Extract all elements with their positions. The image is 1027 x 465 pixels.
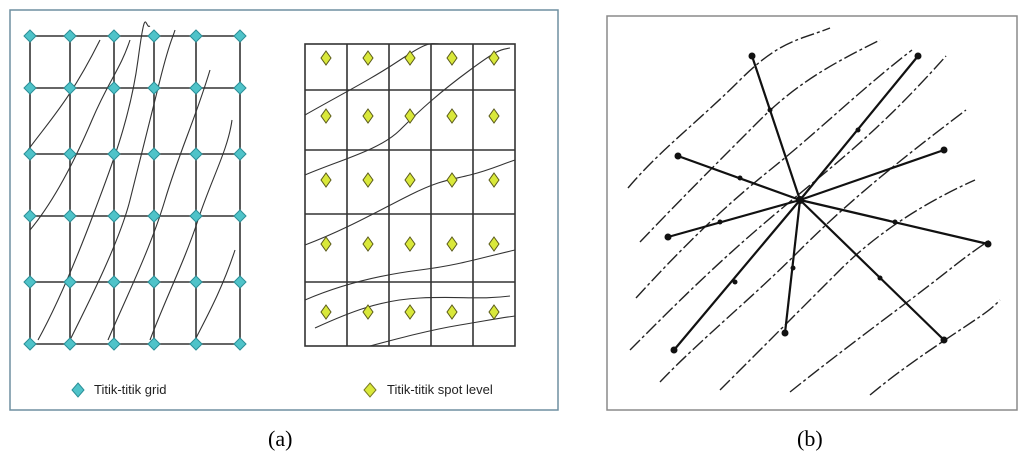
- grid-point: [63, 209, 77, 223]
- grid-point: [23, 337, 37, 351]
- panel-a-frame: [9, 9, 559, 411]
- caption-a: (a): [268, 426, 293, 451]
- spot-level-point: [488, 50, 500, 66]
- grid-point: [189, 275, 203, 289]
- grid-point: [63, 275, 77, 289]
- grid-point: [23, 209, 37, 223]
- spot-level-point: [362, 108, 374, 124]
- spot-points: [320, 50, 500, 320]
- spot-level-point: [320, 108, 332, 124]
- grid-point: [233, 337, 247, 351]
- spot-level-point: [488, 304, 500, 320]
- spot-level-point: [362, 172, 374, 188]
- grid-point: [147, 337, 161, 351]
- spot-level-point: [362, 50, 374, 66]
- spot-level-point: [320, 236, 332, 252]
- grid-point: [189, 147, 203, 161]
- grid-point: [63, 337, 77, 351]
- grid-point: [147, 81, 161, 95]
- spot-level-point: [446, 108, 458, 124]
- grid-points: [23, 29, 247, 351]
- spot-level-point: [446, 50, 458, 66]
- spot-level-diagram: [304, 43, 516, 347]
- grid-point: [189, 209, 203, 223]
- grid-point: [107, 275, 121, 289]
- grid-point: [23, 275, 37, 289]
- grid-point: [147, 29, 161, 43]
- grid-point: [189, 81, 203, 95]
- spot-level-point: [446, 304, 458, 320]
- grid-point: [147, 209, 161, 223]
- legend-spot-point-marker: [363, 382, 377, 398]
- spot-level-point: [404, 50, 416, 66]
- grid-point: [23, 147, 37, 161]
- grid-point: [233, 147, 247, 161]
- grid-point: [107, 209, 121, 223]
- spot-level-point: [446, 236, 458, 252]
- grid-point: [107, 147, 121, 161]
- grid-point: [23, 29, 37, 43]
- spot-level-point: [404, 172, 416, 188]
- spot-contour-lines: [304, 43, 516, 347]
- spot-level-point: [488, 236, 500, 252]
- grid-point: [63, 29, 77, 43]
- spot-level-point: [446, 172, 458, 188]
- legend-grid-point-marker: [71, 382, 85, 398]
- caption-b: (b): [797, 426, 823, 451]
- legend: Titik-titik grid Titik-titik spot level: [71, 382, 493, 398]
- radial-spot-points: [664, 52, 992, 354]
- spot-level-point: [320, 304, 332, 320]
- spot-level-point: [488, 108, 500, 124]
- grid-point: [147, 275, 161, 289]
- grid-point: [233, 275, 247, 289]
- spot-level-point: [404, 236, 416, 252]
- spot-level-point: [362, 304, 374, 320]
- spot-level-point: [320, 50, 332, 66]
- radial-contour-lines: [627, 27, 1001, 396]
- spot-level-point: [488, 172, 500, 188]
- grid-point: [63, 147, 77, 161]
- grid-point: [147, 147, 161, 161]
- grid-point: [63, 81, 77, 95]
- spot-level-point: [404, 304, 416, 320]
- grid-point: [107, 337, 121, 351]
- spot-level-point: [320, 172, 332, 188]
- spot-level-point: [404, 108, 416, 124]
- spot-level-point: [362, 236, 374, 252]
- grid-point: [233, 81, 247, 95]
- legend-grid-point-label: Titik-titik grid: [94, 382, 166, 397]
- grid-point: [189, 337, 203, 351]
- grid-point: [233, 29, 247, 43]
- grid-point: [189, 29, 203, 43]
- grid-point: [107, 81, 121, 95]
- legend-spot-point-label: Titik-titik spot level: [387, 382, 493, 397]
- grid-point: [107, 29, 121, 43]
- grid-point: [23, 81, 37, 95]
- grid-point: [233, 209, 247, 223]
